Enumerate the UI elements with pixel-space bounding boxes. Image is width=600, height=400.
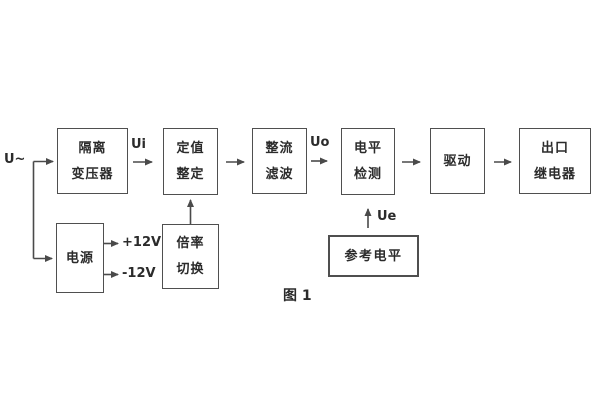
block-power-supply: 电源	[56, 223, 104, 293]
label-uo: Uo	[310, 135, 330, 150]
block-label-line: 定值	[176, 141, 205, 156]
block-label-line: 滤波	[265, 166, 294, 182]
label-minus-12v: -12V	[122, 266, 156, 281]
block-level-detection: 电平 检测	[341, 128, 395, 195]
block-label-line: 整流	[265, 140, 294, 156]
block-label-line: 电平	[353, 141, 382, 156]
block-output-relay: 出口 继电器	[519, 128, 591, 194]
block-isolation-transformer: 隔离 变压器	[57, 128, 128, 194]
block-label-line: 电源	[65, 250, 94, 266]
block-label-line: 整定	[176, 167, 205, 182]
label-input-voltage: U~	[4, 152, 26, 167]
block-label-line: 变压器	[71, 166, 114, 182]
block-reference-level: 参考电平	[328, 235, 419, 277]
block-label-line: 继电器	[533, 166, 576, 182]
label-ue: Ue	[377, 209, 397, 224]
block-label-line: 隔离	[78, 140, 107, 156]
block-label-line: 驱动	[443, 153, 472, 169]
block-drive: 驱动	[430, 128, 485, 194]
block-label-line: 切换	[176, 262, 205, 277]
label-ui: Ui	[131, 137, 147, 152]
block-ratio-switch: 倍率 切换	[162, 224, 219, 289]
block-label-line: 倍率	[176, 236, 205, 251]
block-label-line: 出口	[540, 140, 569, 156]
label-plus-12v: +12V	[122, 235, 162, 250]
block-label-line: 检测	[353, 167, 382, 182]
block-rectifier-filter: 整流 滤波	[252, 128, 307, 194]
block-label-line: 参考电平	[344, 248, 403, 264]
figure-caption: 图 1	[283, 288, 312, 304]
block-value-setting: 定值 整定	[163, 128, 218, 195]
